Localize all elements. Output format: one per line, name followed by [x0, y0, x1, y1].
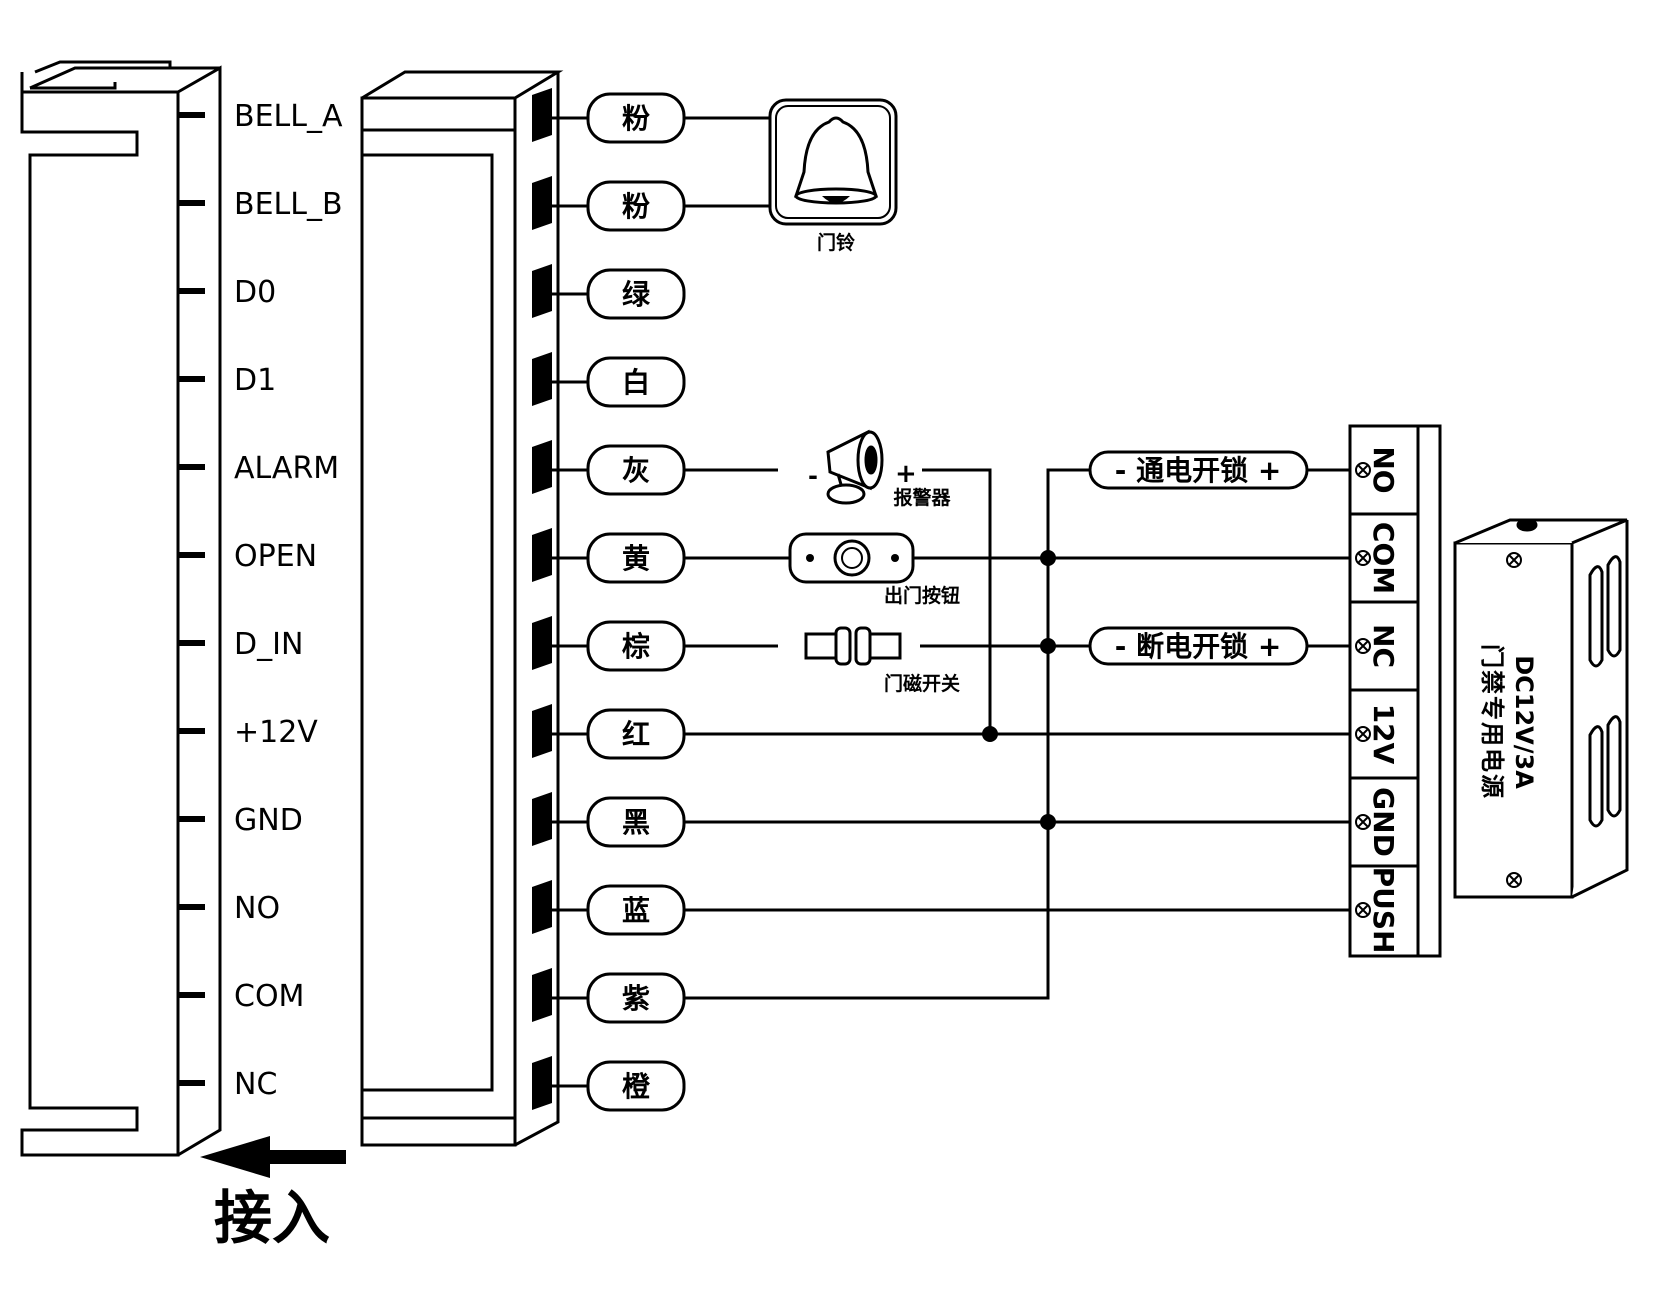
psu-rating: DC12V/3A	[1510, 655, 1538, 789]
terminal-label: COM	[1367, 522, 1400, 594]
pin-label: GND	[234, 803, 303, 838]
wire-label: 黑	[622, 806, 650, 839]
terminal-label: PUSH	[1367, 867, 1400, 954]
psu-vents	[1588, 555, 1622, 828]
exit-button-icon	[788, 532, 915, 584]
insert-arrow-icon	[200, 1136, 346, 1178]
terminal-strip	[1348, 424, 1442, 958]
alarm-plus: +	[895, 459, 917, 489]
connector-block	[360, 70, 564, 1147]
terminal-label: GND	[1367, 787, 1400, 857]
alarm-minus: -	[808, 462, 818, 490]
wire-label: 橙	[622, 1070, 651, 1103]
alarm-siren-icon	[826, 429, 884, 505]
pin-label: D1	[234, 363, 276, 398]
pin-label: OPEN	[234, 539, 317, 574]
junction-dots	[982, 550, 1056, 830]
pin-label: BELL_B	[234, 187, 343, 222]
wire-label: 粉	[622, 102, 650, 135]
pin-label: D_IN	[234, 627, 303, 662]
psu-name: 门禁专用电源	[1478, 644, 1506, 800]
wire-boxes	[586, 92, 686, 1112]
wire-label: 白	[622, 366, 650, 399]
pin-label: +12V	[234, 715, 318, 750]
terminal-screws	[1355, 462, 1371, 918]
wire-label: 绿	[622, 278, 651, 311]
terminal-labels: NO COM NC 12V GND PUSH	[1367, 446, 1400, 953]
terminal-label: NC	[1367, 624, 1400, 668]
socket-stubs	[552, 116, 588, 1088]
wire-label: 蓝	[622, 894, 650, 927]
pin-label: ALARM	[234, 451, 339, 486]
lock-fail-safe-label: - 断电开锁 +	[1115, 630, 1282, 663]
alarm-label: 报警器	[893, 486, 951, 509]
wire-label: 粉	[622, 190, 650, 223]
pin-label: D0	[234, 275, 276, 310]
pin-label: NC	[234, 1067, 277, 1102]
doorbell-label: 门铃	[817, 231, 855, 254]
insert-label: 接入	[214, 1184, 330, 1252]
wire-label: 棕	[622, 630, 650, 663]
controller-body	[20, 60, 222, 1157]
lock-fail-secure-label: - 通电开锁 +	[1115, 454, 1282, 487]
wire-label: 紫	[622, 982, 650, 1015]
wiring	[684, 116, 1350, 1000]
door-sensor-label: 门磁开关	[884, 672, 960, 695]
pin-label: NO	[234, 891, 280, 926]
power-supply	[1453, 518, 1629, 899]
terminal-label: NO	[1367, 446, 1400, 493]
psu-screws	[1506, 552, 1522, 888]
wire-label: 灰	[622, 454, 650, 487]
connector-sockets	[532, 88, 552, 1110]
wire-label: 红	[622, 718, 650, 751]
terminal-label: 12V	[1367, 704, 1400, 765]
wire-labels: 粉 粉 绿 白 灰 黄 棕 红 黑 蓝 紫 橙	[622, 102, 651, 1103]
pin-label: BELL_A	[234, 99, 343, 134]
wire-label: 黄	[622, 542, 650, 575]
doorbell-icon	[768, 98, 898, 226]
door-sensor-icon	[804, 626, 902, 666]
pin-label: COM	[234, 979, 304, 1014]
lock-boxes	[1088, 450, 1309, 666]
exit-button-label: 出门按钮	[884, 584, 960, 607]
controller-pins	[178, 112, 205, 1086]
pin-labels: BELL_A BELL_B D0 D1 ALARM OPEN D_IN +12V…	[234, 99, 343, 1102]
